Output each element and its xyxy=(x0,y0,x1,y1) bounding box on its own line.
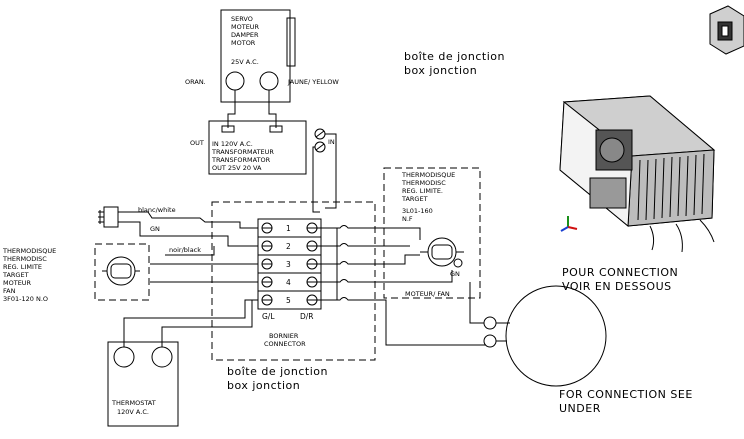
fan-motor xyxy=(483,285,607,387)
terminal-block: 1 2 3 4 5 xyxy=(257,218,322,310)
power-plug xyxy=(98,206,119,228)
thermodisc-right-line: REG. LIMITE. xyxy=(402,187,443,195)
small-unit-icon xyxy=(709,5,744,55)
servo-motor: SERVO MOTEUR DAMPER MOTOR 25V A.C. xyxy=(220,9,296,103)
wire-label-gn: GN xyxy=(150,225,160,233)
servo-terminal-left xyxy=(225,71,245,91)
terminal-number: 1 xyxy=(286,224,291,233)
connection-note-fr-1: POUR CONNECTION xyxy=(562,266,678,279)
transformer-in-label: IN xyxy=(328,138,335,146)
fan-motor-label: MOTEUR/ FAN xyxy=(405,290,450,298)
servo-label-line: MOTOR xyxy=(231,39,256,47)
terminal-col-left: G/L xyxy=(262,312,275,321)
connector-label: CONNECTOR xyxy=(264,340,306,348)
wire-label-black: noir/black xyxy=(169,246,201,254)
thermostat: THERMOSTAT 120V A.C. xyxy=(107,341,179,427)
thermodisc-left-line: TARGET xyxy=(2,271,29,279)
thermostat-label: THERMOSTAT xyxy=(111,399,156,407)
bornier-label: BORNIER xyxy=(269,332,299,340)
thermodisc-right-line: THERMODISC xyxy=(401,179,446,187)
transformer-line: TRANSFORMATOR xyxy=(211,156,271,164)
terminal-number: 5 xyxy=(286,296,291,305)
transformer-line: IN 120V A.C. xyxy=(212,140,253,148)
servo-label-line: DAMPER xyxy=(231,31,259,39)
junction-box-label-en: box jonction xyxy=(404,64,477,77)
junction-box xyxy=(211,201,376,361)
connection-note-en-1: FOR CONNECTION SEE xyxy=(559,388,693,401)
wire-label-white: blanc/white xyxy=(138,206,176,214)
wire-label-orange: ORAN. xyxy=(185,78,206,86)
thermodisc-left-line: FAN xyxy=(3,287,16,295)
terminal-col-right: D/R xyxy=(300,312,314,321)
transformer-line: OUT 25V 20 VA xyxy=(212,164,262,172)
terminal-number: 4 xyxy=(286,278,291,287)
thermodisc-left: THERMODISQUE THERMODISC REG. LIMITE TARG… xyxy=(2,243,150,303)
thermodisc-right-line: TARGET xyxy=(401,195,428,203)
transformer: IN 120V A.C. TRANSFORMATEUR TRANSFORMATO… xyxy=(208,120,307,175)
unit-3d-illustration xyxy=(559,95,716,253)
junction-box-label-fr: boîte de jonction xyxy=(404,50,505,63)
servo-label-line: SERVO xyxy=(231,15,253,23)
thermodisc-right-line: THERMODISQUE xyxy=(401,171,455,179)
connection-note-fr-2: VOIR EN DESSOUS xyxy=(562,280,672,293)
thermodisc-left-line: THERMODISC xyxy=(2,255,47,263)
thermodisc-left-line: REG. LIMITE xyxy=(3,263,42,271)
thermodisc-left-line: 3F01-120 N.O xyxy=(3,295,48,303)
thermostat-voltage: 120V A.C. xyxy=(117,408,149,416)
thermodisc-left-line: MOTEUR xyxy=(3,279,32,287)
servo-label-line: 25V A.C. xyxy=(231,58,259,66)
thermodisc-left-line: THERMODISQUE xyxy=(2,247,56,255)
fan-ground-label: GN xyxy=(450,270,460,278)
thermodisc-right-line: 3L01-160 xyxy=(402,207,433,215)
servo-label-line: MOTEUR xyxy=(231,23,260,31)
thermodisc-right-line: N.F xyxy=(402,215,413,223)
transformer-line: TRANSFORMATEUR xyxy=(211,148,274,156)
junction-box-bottom-fr: boîte de jonction xyxy=(227,365,328,378)
wire-label-yellow: JAUNE/ YELLOW xyxy=(287,78,339,86)
servo-terminal-right xyxy=(259,71,279,91)
transformer-out-label: OUT xyxy=(190,139,204,147)
thermodisc-right: THERMODISQUE THERMODISC REG. LIMITE. TAR… xyxy=(383,167,481,299)
axis-icon xyxy=(560,216,578,232)
connection-note-en-2: UNDER xyxy=(559,402,601,415)
junction-box-bottom-en: box jonction xyxy=(227,379,300,392)
terminal-number: 2 xyxy=(286,242,291,251)
terminal-number: 3 xyxy=(286,260,291,269)
